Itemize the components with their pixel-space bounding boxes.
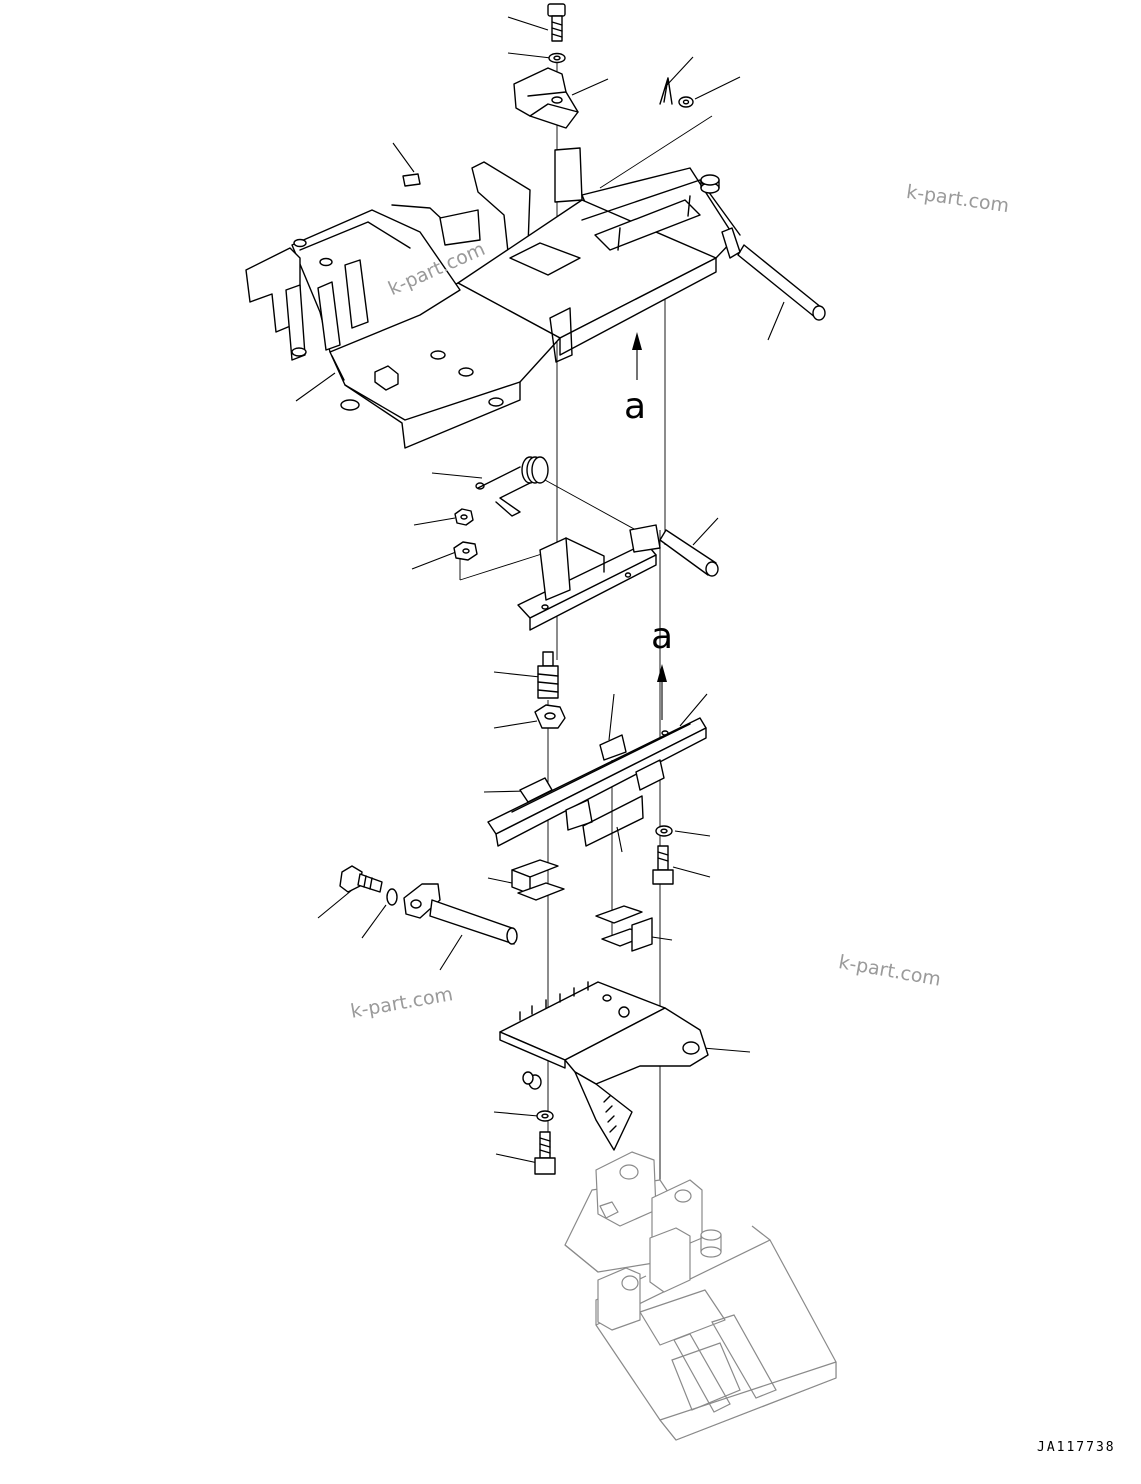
seat-base-plate (499, 981, 709, 1151)
adjust-stud (537, 651, 559, 699)
top-washer (548, 52, 566, 64)
label-plate (402, 173, 421, 187)
hex-washer-small (453, 541, 478, 561)
rail-bolt (652, 845, 674, 885)
leader-lines (295, 16, 785, 1164)
small-washer-right (678, 96, 694, 108)
torsion-spring (475, 456, 549, 517)
hex-nut-small (454, 508, 474, 526)
rail-washer (655, 825, 673, 837)
split-pin (659, 77, 673, 105)
bottom-bolt (534, 1131, 556, 1175)
bottom-washer (536, 1110, 554, 1122)
shim-plates-right (595, 905, 653, 952)
shim-plates-left (511, 859, 565, 901)
main-frame (245, 147, 741, 449)
top-bolt (547, 3, 566, 42)
view-ref-label-lower: a (651, 616, 674, 657)
pedestal-reference-ghost (564, 1151, 837, 1441)
side-washer (386, 888, 398, 906)
view-arrows (632, 332, 667, 720)
view-ref-label-upper: a (624, 386, 647, 427)
side-bolt (339, 865, 383, 893)
seat-slide-rail (487, 717, 707, 847)
hex-nut-large (534, 704, 566, 729)
hinge-pin (403, 883, 518, 945)
slide-lever-bracket (517, 524, 719, 631)
long-pin-shaft (721, 227, 826, 321)
drawing-code: JA117738 (1037, 1440, 1116, 1455)
upper-clamp-bracket (513, 67, 579, 129)
